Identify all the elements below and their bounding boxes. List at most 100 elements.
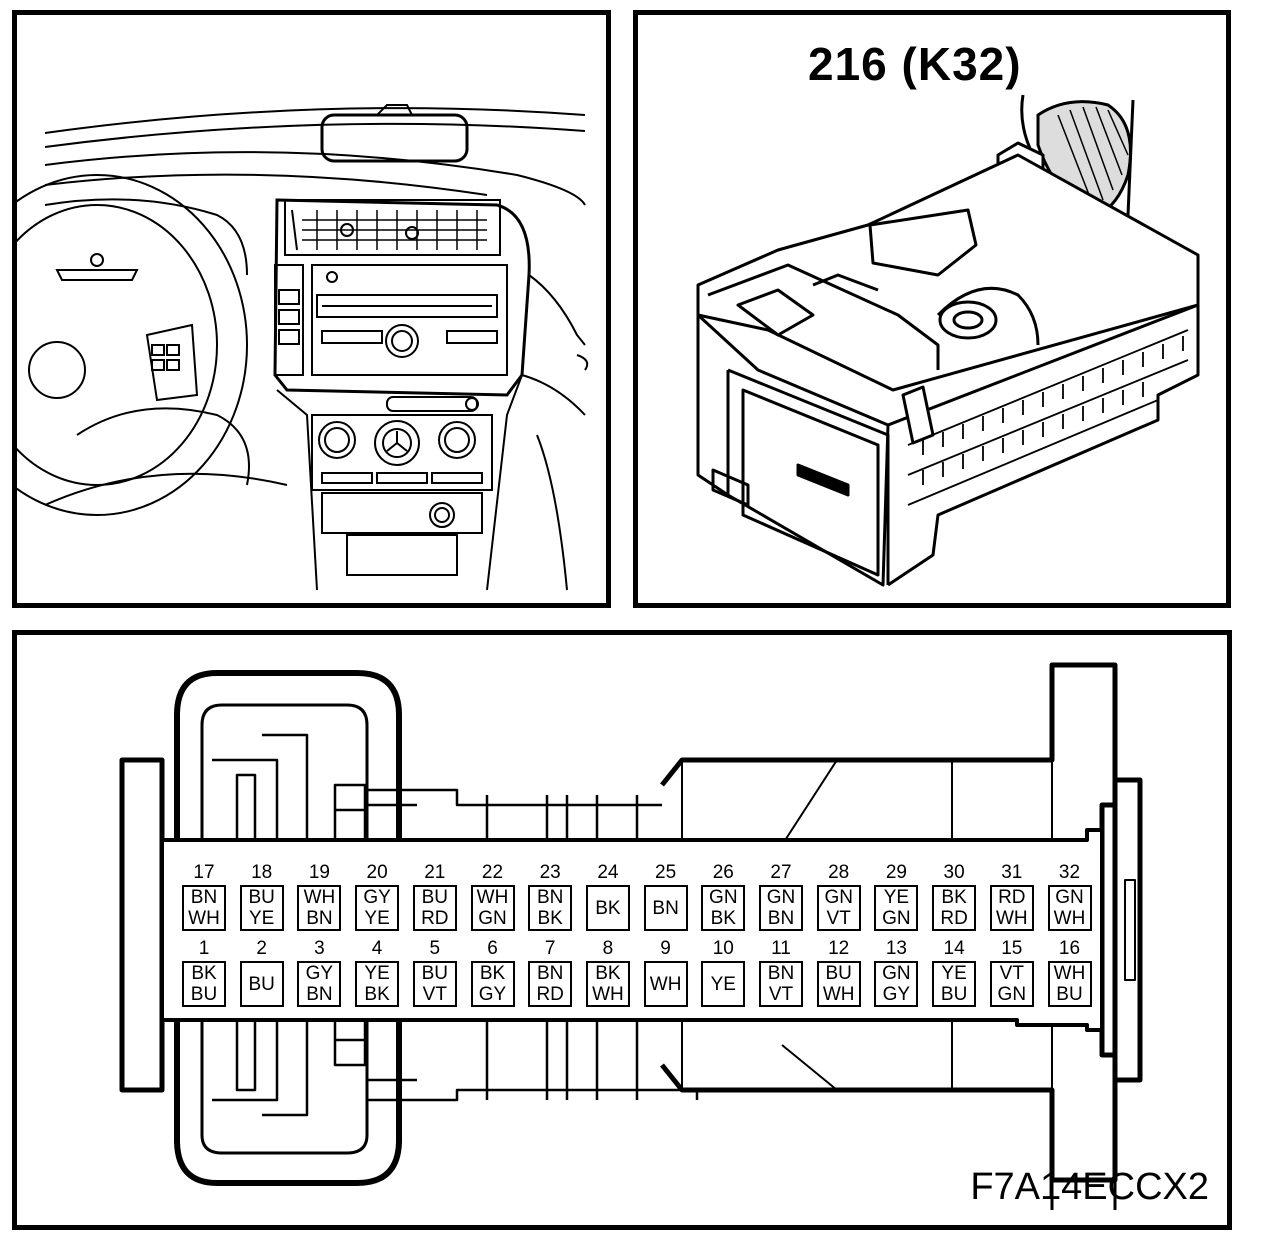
wire-color-code: WH xyxy=(649,973,682,995)
pin-number: 22 xyxy=(481,862,504,883)
pin-number: 9 xyxy=(660,938,671,959)
wire-color-code: BU xyxy=(421,887,448,908)
wire-color-code: BU xyxy=(248,887,275,908)
wire-color-code: BK xyxy=(364,984,390,1005)
wire-color-code: RD xyxy=(421,908,449,929)
pin-number: 28 xyxy=(828,862,850,883)
wire-color-code: GN xyxy=(824,887,853,908)
pin-number: 20 xyxy=(366,862,388,883)
pin-number: 14 xyxy=(943,938,965,959)
wire-color-code: BK xyxy=(191,963,217,984)
location-panel xyxy=(12,10,611,608)
pin-number: 3 xyxy=(314,938,325,959)
pin-number: 27 xyxy=(770,862,792,883)
wire-color-code: RD xyxy=(998,887,1026,908)
pin-number: 16 xyxy=(1058,938,1081,959)
wire-color-code: RD xyxy=(536,984,564,1005)
pin-number: 1 xyxy=(198,938,210,959)
pin-number: 12 xyxy=(828,938,850,959)
wire-color-code: YE xyxy=(364,908,390,929)
wire-color-code: BU xyxy=(940,984,968,1005)
wire-color-code: VT xyxy=(999,963,1024,984)
pin-cavity: BK xyxy=(585,885,630,931)
wire-color-code: YE xyxy=(710,973,736,995)
pin-number: 11 xyxy=(771,938,791,959)
wire-color-code: BU xyxy=(248,973,275,995)
wire-color-code: YE xyxy=(364,963,390,984)
wire-color-code: VT xyxy=(422,984,447,1005)
wire-color-code: BU xyxy=(1056,984,1083,1005)
pin-cavity: BN xyxy=(643,885,688,931)
pin-number: 19 xyxy=(308,862,330,883)
pin-number: 5 xyxy=(429,938,441,959)
wire-color-code: WH xyxy=(822,984,855,1005)
pin-number: 17 xyxy=(193,862,215,883)
wire-color-code: GY xyxy=(882,984,911,1005)
pin-number: 30 xyxy=(943,862,965,883)
wire-color-code: BN xyxy=(536,963,564,984)
wire-color-code: GY xyxy=(305,963,334,984)
pin-number: 18 xyxy=(251,862,273,883)
pin-cavity: WH xyxy=(643,961,688,1007)
wire-color-code: GN xyxy=(882,908,911,929)
wire-color-code: WH xyxy=(1053,908,1086,929)
wire-color-code: GN xyxy=(709,887,738,908)
wire-color-code: WH xyxy=(476,887,509,908)
wire-color-code: GN xyxy=(997,984,1027,1005)
wire-color-code: YE xyxy=(249,908,275,929)
wire-color-code: BK xyxy=(710,908,736,929)
wire-color-code: BU xyxy=(190,984,218,1005)
connector-3d-panel: 216 (K32) xyxy=(633,10,1231,608)
pin-number: 7 xyxy=(544,938,556,959)
dashboard-illustration xyxy=(17,104,589,591)
pin-number: 13 xyxy=(885,938,907,959)
wire-color-code: GY xyxy=(478,984,507,1005)
pin-number: 8 xyxy=(602,938,614,959)
wire-color-code: GN xyxy=(478,908,507,929)
pin-number: 6 xyxy=(487,938,498,959)
wire-color-code: VT xyxy=(768,984,794,1005)
wire-color-code: YE xyxy=(941,963,967,984)
wire-color-code: BK xyxy=(941,887,967,908)
wire-color-code: BK xyxy=(595,963,621,984)
connector-3d-illustration xyxy=(696,94,1200,587)
pin-number: 21 xyxy=(424,862,446,883)
pin-number: 26 xyxy=(712,862,734,883)
wire-color-code: BN xyxy=(306,984,333,1005)
wire-color-code: VT xyxy=(826,908,851,929)
pin-number: 32 xyxy=(1058,862,1081,883)
pin-number: 24 xyxy=(597,862,619,883)
pin-number: 4 xyxy=(371,938,383,959)
wire-color-code: RD xyxy=(940,908,968,929)
wire-color-code: BK xyxy=(479,963,506,984)
pin-number: 2 xyxy=(256,938,267,959)
pin-number: 29 xyxy=(885,862,907,883)
wire-color-code: WH xyxy=(1053,963,1086,984)
wire-color-code: YE xyxy=(883,887,910,908)
wire-color-code: BN xyxy=(767,908,795,929)
wire-color-code: BN xyxy=(652,897,679,919)
pin-number: 31 xyxy=(1001,862,1023,883)
pin-number: 15 xyxy=(1001,938,1023,959)
